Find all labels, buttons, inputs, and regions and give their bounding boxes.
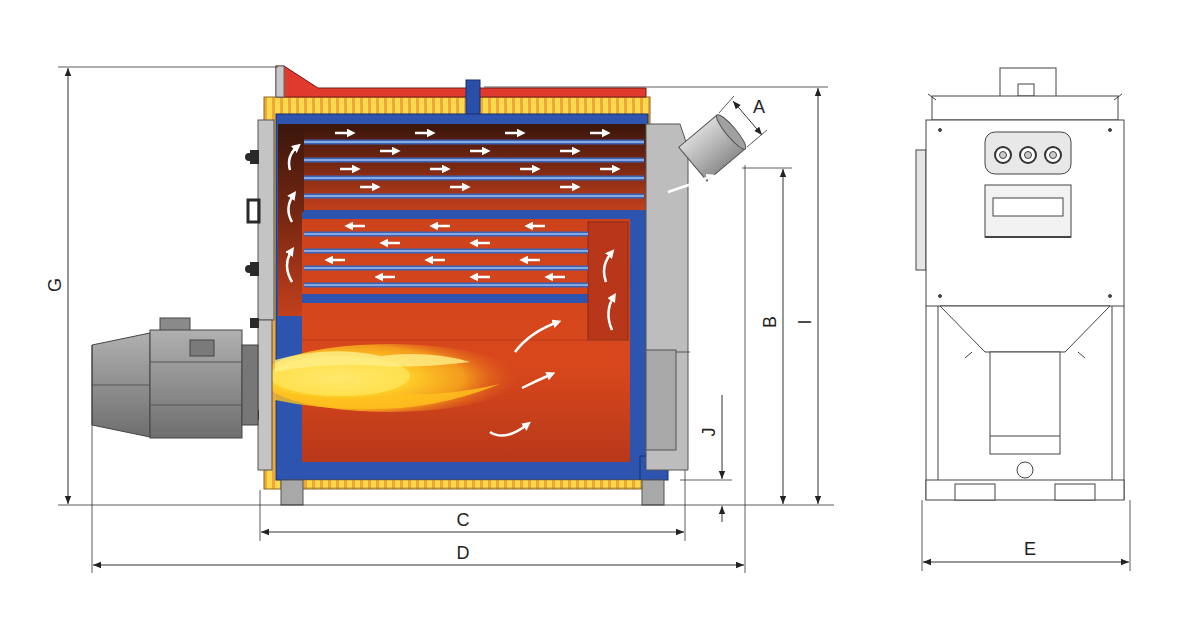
dimension-label: J [699,426,719,439]
dimension-label: A [751,97,767,117]
dimension-label: I [795,317,815,326]
dimension-lines [58,67,1130,573]
dimension-label: C [455,510,472,530]
dimension-label: E [1022,539,1038,559]
boiler-section [92,66,749,505]
dimension-label: D [455,543,472,563]
dimension-label: G [45,276,65,294]
dimension-label: B [760,314,780,330]
boiler-front-view [916,68,1124,500]
